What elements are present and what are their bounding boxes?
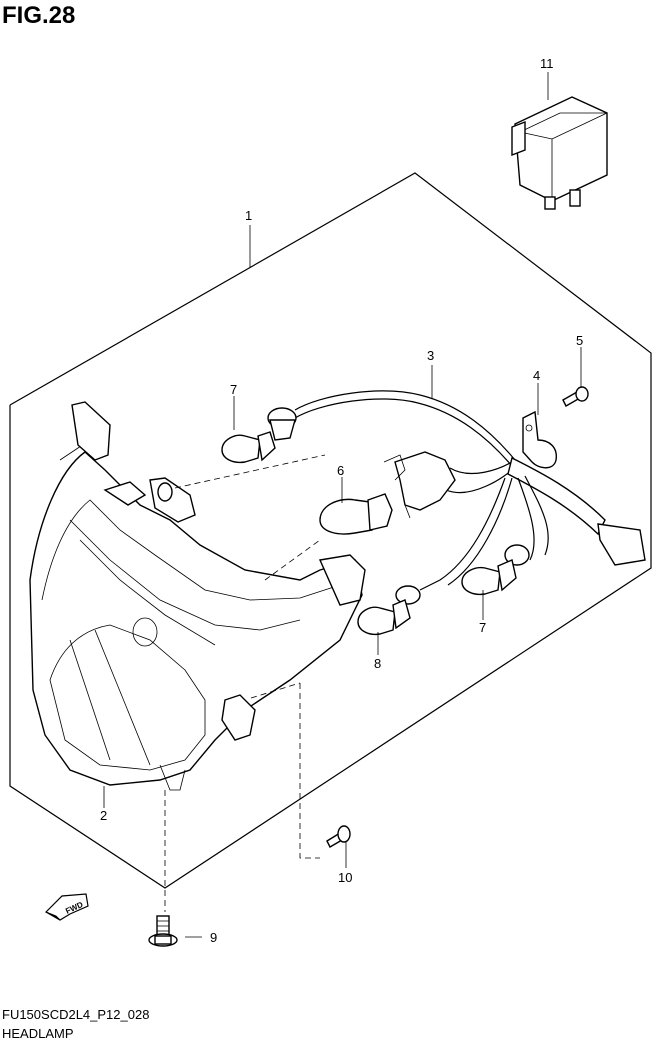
callout-3: 3 xyxy=(427,348,434,363)
relay-part-11 xyxy=(511,96,608,210)
fwd-arrow-icon: FWD xyxy=(45,893,89,921)
figure-name: HEADLAMP xyxy=(2,1026,74,1041)
screw-part-5 xyxy=(562,386,589,407)
screw-part-10 xyxy=(326,825,351,848)
bulb-part-8 xyxy=(357,599,411,636)
bolt-part-9 xyxy=(148,915,178,947)
callout-2: 2 xyxy=(100,808,107,823)
callout-10: 10 xyxy=(338,870,352,885)
callout-4: 4 xyxy=(533,368,540,383)
assembly-outline xyxy=(9,172,652,889)
bulb-part-7-lower xyxy=(461,559,517,596)
clamp-part-4 xyxy=(522,410,557,469)
callout-11: 11 xyxy=(540,56,554,71)
callout-8: 8 xyxy=(374,656,381,671)
callout-5: 5 xyxy=(576,333,583,348)
callout-7-upper: 7 xyxy=(230,382,237,397)
bulb-part-7-upper xyxy=(221,431,276,464)
leader-lines xyxy=(103,72,582,938)
callout-7-lower: 7 xyxy=(479,620,486,635)
callout-1: 1 xyxy=(245,208,252,223)
figure-title: FIG.28 xyxy=(2,2,76,29)
callout-6: 6 xyxy=(337,463,344,478)
harness-part-3 xyxy=(267,390,646,605)
callout-9: 9 xyxy=(210,930,217,945)
figure-code: FU150SCD2L4_P12_028 xyxy=(2,1007,150,1022)
headlamp-housing-part-2 xyxy=(29,401,366,791)
headlight-bulb-part-6 xyxy=(319,451,456,535)
